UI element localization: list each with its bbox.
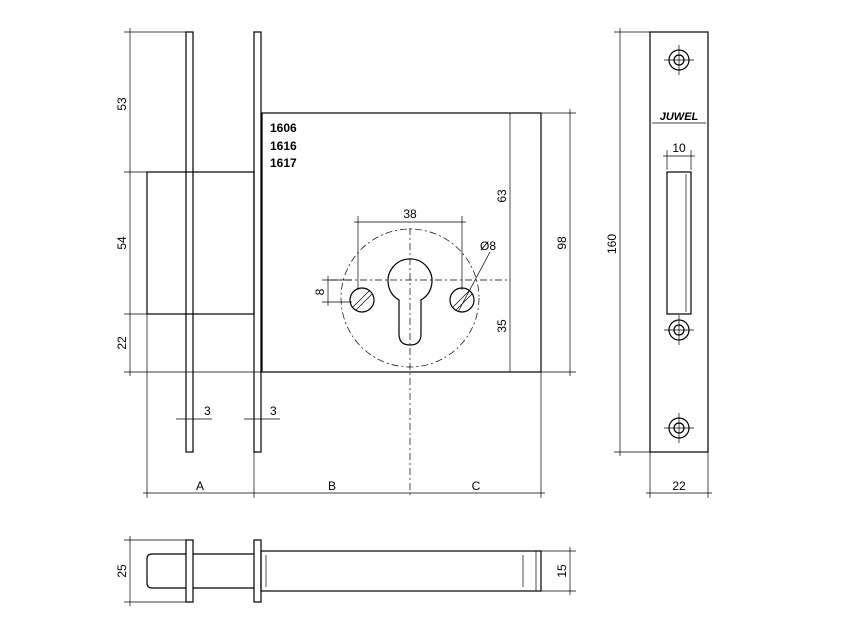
cylinder-dimensions: 38 Ø8 8 63 35 98 — [313, 109, 576, 376]
dim-a: A — [196, 479, 204, 493]
left-dimensions: 53 54 22 — [115, 28, 262, 376]
dim-hole-offset: 8 — [313, 288, 327, 295]
dim-bolt-inner-height: 15 — [555, 564, 569, 578]
dim-cylinder-from-top: 63 — [495, 189, 509, 203]
dim-faceplate-height: 160 — [605, 234, 619, 254]
dim-hole-diameter: Ø8 — [480, 239, 496, 253]
fixing-hole-right-hatch — [452, 290, 473, 311]
bolt-slot — [666, 171, 692, 315]
lock-body — [261, 112, 542, 373]
dim-bolt-height: 54 — [115, 236, 129, 250]
bolt-body — [260, 550, 542, 592]
brand-logo-text: JUWEL — [660, 111, 699, 123]
dim-c: C — [472, 479, 481, 493]
thickness-dimensions: 3 3 — [176, 404, 280, 420]
forend-plate — [253, 31, 262, 453]
dim-bolt-slot-width: 10 — [672, 141, 686, 155]
dim-cylinder-from-bottom: 35 — [495, 319, 509, 333]
dim-cylinder-spacing: 38 — [403, 207, 417, 221]
model-number-2: 1616 — [270, 139, 297, 153]
bottom-dimensions: A B C — [143, 314, 545, 498]
faceplate — [649, 31, 709, 453]
dim-faceplate-width: 22 — [672, 479, 686, 493]
dim-plate-thickness-2: 3 — [270, 404, 277, 418]
bolt-box — [146, 171, 255, 315]
model-number-3: 1617 — [270, 156, 297, 170]
dim-bolt-outer-height: 25 — [115, 564, 129, 578]
strike-plate-left — [185, 31, 194, 453]
bolt-tip — [146, 553, 186, 589]
dim-bottom-offset: 22 — [115, 336, 129, 350]
model-number-1: 1606 — [270, 121, 297, 135]
bolt-strike-plate — [185, 539, 194, 603]
fixing-hole-right — [449, 287, 475, 313]
fixing-hole-left-hatch — [352, 290, 373, 311]
front-view: 1606 1616 1617 — [146, 31, 542, 498]
bolt-view: 25 15 — [115, 536, 576, 606]
dim-b: B — [328, 479, 336, 493]
faceplate-view: JUWEL 10 160 22 — [605, 28, 712, 498]
profile-cylinder-cutout — [387, 258, 433, 346]
dim-body-height: 98 — [555, 236, 569, 250]
dim-top-offset: 53 — [115, 97, 129, 111]
dim-plate-thickness-1: 3 — [204, 404, 211, 418]
bolt-forend-plate — [253, 539, 262, 603]
fixing-hole-left — [349, 287, 375, 313]
